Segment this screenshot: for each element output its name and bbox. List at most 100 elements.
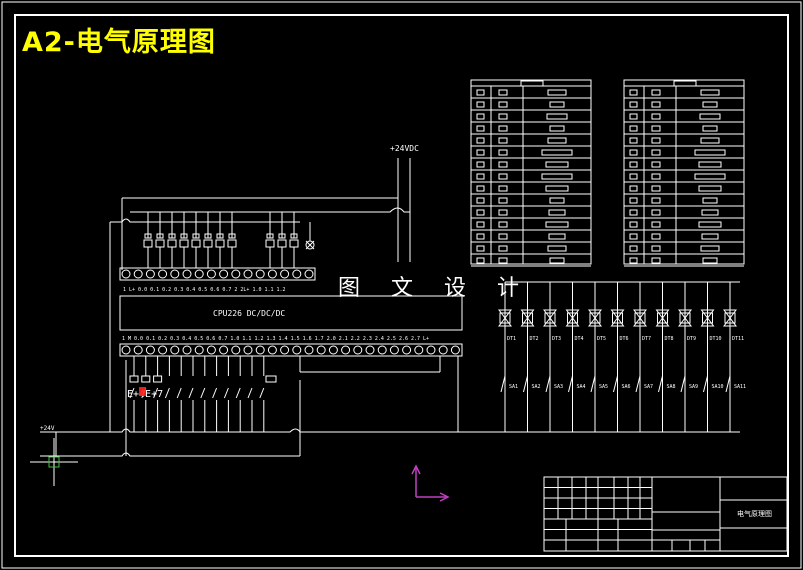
relay-contact — [192, 233, 200, 239]
terminal — [121, 269, 131, 279]
valve-bottom — [610, 317, 625, 327]
input-box — [129, 375, 139, 383]
table-cell-text — [701, 209, 719, 216]
valve-top — [543, 309, 557, 319]
relay-coil — [179, 239, 189, 248]
terminal — [121, 345, 131, 355]
valve-coil — [522, 312, 533, 324]
terminal — [231, 345, 241, 355]
terminal — [206, 345, 216, 355]
valve-label: DT2 — [530, 336, 539, 342]
relay-coil — [191, 239, 201, 248]
valve-label: DT1 — [507, 336, 516, 342]
table-cell-mark — [651, 161, 661, 168]
table-cell-mark — [476, 233, 485, 240]
table-cell-mark — [498, 209, 508, 216]
plc-top-terminal-strip — [119, 267, 316, 281]
terminal — [438, 345, 448, 355]
switch-blade — [259, 387, 265, 399]
table-cell-mark — [476, 245, 485, 252]
table-cell-mark — [629, 137, 638, 144]
table-cell-mark — [498, 113, 508, 120]
table-cell-mark — [651, 113, 661, 120]
terminal — [158, 269, 168, 279]
plc-bottom-terminal-strip — [119, 343, 463, 357]
table-cell-mark — [629, 149, 638, 156]
sa-switch — [635, 375, 641, 393]
output-relays — [143, 212, 315, 268]
table-cell-mark — [629, 257, 638, 264]
table-cell-mark — [476, 197, 485, 204]
plc-top-terminal-labels: 1 L+ 0.0 0.1 0.2 0.3 0.4 0.5 0.6 0.7 2 2… — [123, 287, 286, 293]
ucs-icon — [411, 464, 450, 502]
table-cell-mark — [629, 113, 638, 120]
table-cell-mark — [629, 245, 638, 252]
table-frame — [470, 79, 592, 265]
table-cell-text — [548, 209, 566, 216]
input-box — [141, 375, 151, 383]
table-cell-text — [698, 185, 722, 192]
relay-coil — [155, 239, 165, 248]
table-cell-text — [549, 257, 565, 264]
table-cell-text — [702, 257, 718, 264]
terminal — [280, 269, 290, 279]
table-cell-mark — [498, 257, 508, 264]
switch-label: SA4 — [577, 384, 586, 390]
table-cell-mark — [651, 101, 661, 108]
table-cell-mark — [498, 185, 508, 192]
table-cell-text — [698, 221, 722, 228]
valve-top — [678, 309, 692, 319]
table-cell-mark — [476, 101, 485, 108]
table-cell-text — [549, 125, 565, 132]
valve-bottom — [543, 317, 557, 327]
switch-label: SA3 — [554, 384, 563, 390]
terminal — [365, 345, 375, 355]
terminal — [255, 269, 265, 279]
valve-coil — [679, 312, 691, 324]
switch-blade — [212, 387, 218, 399]
io-table-right — [623, 79, 745, 267]
valve-coil — [589, 312, 601, 324]
inner-border — [14, 14, 789, 557]
table-cell-mark — [629, 185, 638, 192]
valve-label: DT10 — [710, 336, 722, 342]
valve-bottom — [633, 317, 647, 327]
table-cell-mark — [476, 173, 485, 180]
terminal — [304, 269, 314, 279]
valve-bottom — [655, 317, 670, 327]
sa-switch — [545, 375, 551, 393]
relay-contact — [204, 233, 212, 239]
table-cell-mark — [476, 137, 485, 144]
terminal — [182, 269, 192, 279]
input-switches — [129, 356, 277, 432]
valve-bottom — [498, 317, 512, 327]
switch-label: SA5 — [599, 384, 608, 390]
relay-coil — [265, 239, 275, 248]
switch-blade — [223, 387, 229, 399]
switch-label: SA6 — [622, 384, 631, 390]
table-cell-text — [548, 233, 566, 240]
table-cell-mark — [629, 89, 638, 96]
switch-blade — [164, 387, 170, 399]
terminal — [194, 345, 204, 355]
terminal — [158, 345, 168, 355]
table-cell-text — [541, 173, 573, 180]
relay-coil — [277, 239, 287, 248]
valve-top — [700, 309, 715, 319]
table-cell-mark — [629, 101, 638, 108]
sa-switch — [500, 375, 506, 393]
table-cell-mark — [651, 221, 661, 228]
table-cell-text — [546, 113, 568, 120]
terminal — [206, 269, 216, 279]
table-frame — [623, 79, 745, 265]
table-header-cell — [673, 80, 697, 87]
terminal — [341, 345, 351, 355]
relay-contact — [180, 233, 188, 239]
table-cell-text — [549, 101, 565, 108]
table-cell-mark — [498, 221, 508, 228]
terminal — [426, 345, 436, 355]
terminal — [243, 269, 253, 279]
table-cell-mark — [651, 197, 661, 204]
terminal — [194, 269, 204, 279]
